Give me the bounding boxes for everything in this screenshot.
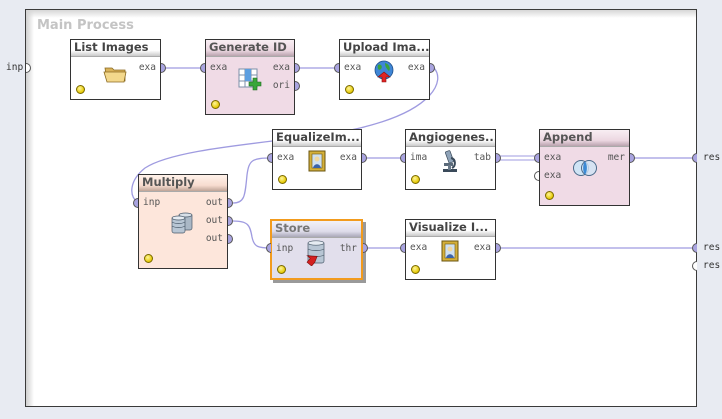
angiogenesis-input-ima[interactable] bbox=[400, 153, 405, 163]
process-input-label: inp bbox=[6, 62, 24, 73]
operator-title: List Images bbox=[71, 40, 160, 57]
port-label: out bbox=[205, 215, 223, 226]
database-store-icon bbox=[306, 240, 325, 266]
process-output-label-3: res bbox=[703, 260, 721, 271]
operator-angiogenesis[interactable]: Angiogenes... ima tab bbox=[405, 129, 496, 190]
port-label: inp bbox=[143, 197, 161, 208]
port-label: thr bbox=[339, 243, 357, 254]
operator-generate-id[interactable]: Generate ID exa exa ori bbox=[205, 39, 295, 115]
folder-icon bbox=[103, 67, 127, 83]
status-indicator bbox=[411, 265, 420, 274]
port-label: ori bbox=[272, 80, 290, 91]
operator-title: Store bbox=[272, 221, 361, 238]
picture-frame-icon bbox=[308, 150, 326, 172]
picture-frame-icon bbox=[441, 240, 459, 262]
globe-upload-icon bbox=[374, 60, 394, 83]
port-label: exa bbox=[210, 62, 228, 73]
generate-id-input-exa[interactable] bbox=[200, 63, 205, 73]
upload-images-input-exa[interactable] bbox=[334, 63, 339, 73]
port-label: ima bbox=[410, 152, 428, 163]
status-indicator bbox=[278, 175, 287, 184]
port-label: exa bbox=[410, 242, 428, 253]
operator-multiply[interactable]: Multiply inp out out out bbox=[138, 174, 228, 269]
operator-title: Generate ID bbox=[206, 40, 294, 57]
equalize-images-input-exa[interactable] bbox=[267, 153, 272, 163]
operator-title: Angiogenes... bbox=[406, 130, 495, 147]
process-output-port-2[interactable] bbox=[692, 243, 697, 253]
venn-merge-icon bbox=[573, 160, 597, 176]
operator-title: Multiply bbox=[139, 175, 227, 192]
port-label: inp bbox=[276, 243, 294, 254]
microscope-icon bbox=[443, 150, 457, 172]
operator-title: Upload Ima... bbox=[340, 40, 429, 57]
operator-equalize-images[interactable]: EqualizeIm... exa exa bbox=[272, 129, 362, 190]
port-label: mer bbox=[607, 152, 625, 163]
status-indicator bbox=[277, 265, 286, 274]
operator-append[interactable]: Append exa exa mer bbox=[539, 129, 630, 206]
port-label: exa bbox=[344, 62, 362, 73]
operator-visualize-images[interactable]: Visualize I... exa exa bbox=[405, 219, 496, 280]
status-indicator bbox=[411, 175, 420, 184]
status-indicator bbox=[345, 85, 354, 94]
status-indicator bbox=[144, 254, 153, 263]
status-indicator bbox=[545, 191, 554, 200]
append-input-exa-1[interactable] bbox=[534, 153, 539, 163]
port-label: exa bbox=[339, 152, 357, 163]
operator-title: Visualize I... bbox=[406, 220, 495, 237]
operator-title: EqualizeIm... bbox=[273, 130, 361, 147]
visualize-images-input-exa[interactable] bbox=[400, 243, 405, 253]
process-output-label-2: res bbox=[703, 242, 721, 253]
operator-upload-images[interactable]: Upload Ima... exa exa bbox=[339, 39, 430, 100]
port-label: exa bbox=[272, 62, 290, 73]
port-label: exa bbox=[544, 170, 562, 181]
port-label: tab bbox=[473, 152, 491, 163]
operator-list-images[interactable]: List Images exa bbox=[70, 39, 161, 100]
port-label: exa bbox=[138, 62, 156, 73]
append-input-exa-2[interactable] bbox=[534, 171, 539, 181]
process-output-port-1[interactable] bbox=[692, 153, 697, 163]
status-indicator bbox=[211, 100, 220, 109]
port-label: out bbox=[205, 233, 223, 244]
process-output-port-3[interactable] bbox=[692, 261, 697, 271]
port-label: exa bbox=[277, 152, 295, 163]
operator-store[interactable]: Store inp thr bbox=[270, 219, 363, 280]
port-label: exa bbox=[544, 152, 562, 163]
status-indicator bbox=[76, 85, 85, 94]
multiply-input-inp[interactable] bbox=[133, 198, 138, 208]
store-input-inp[interactable] bbox=[266, 243, 271, 253]
database-stack-icon bbox=[171, 212, 193, 234]
process-output-label-1: res bbox=[703, 152, 721, 163]
operator-title: Append bbox=[540, 130, 629, 147]
port-label: exa bbox=[407, 62, 425, 73]
process-title: Main Process bbox=[37, 18, 134, 33]
port-label: out bbox=[205, 197, 223, 208]
generate-id-table-icon bbox=[238, 68, 262, 91]
port-label: exa bbox=[473, 242, 491, 253]
